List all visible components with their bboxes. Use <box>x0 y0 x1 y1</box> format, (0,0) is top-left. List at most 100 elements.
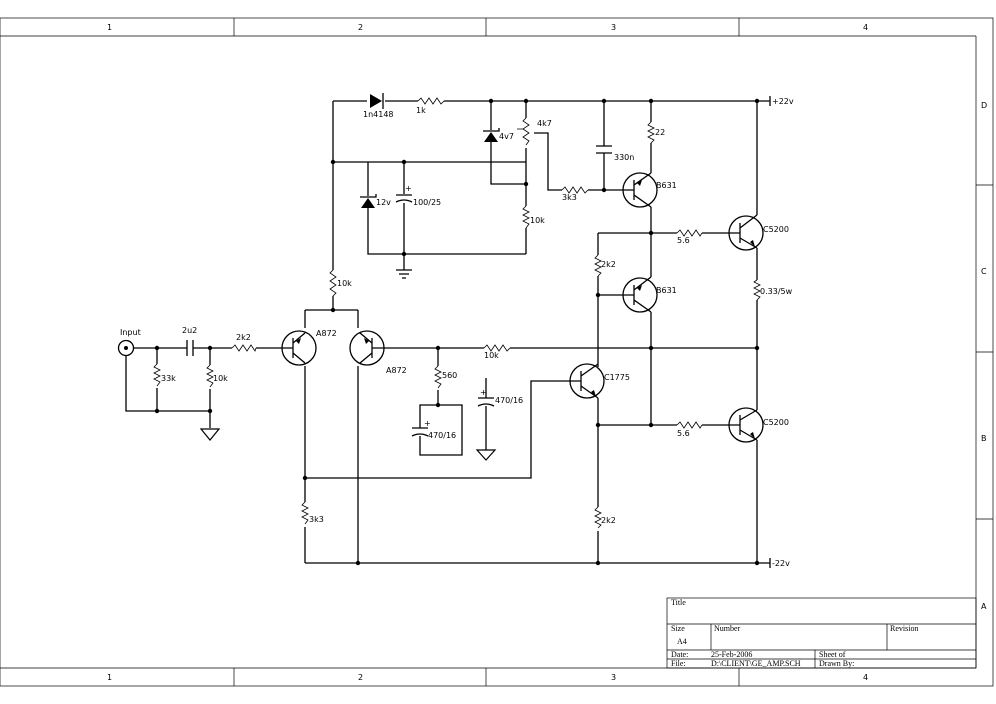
title-block-file-label: File: <box>671 659 686 668</box>
label-10k-in: 10k <box>213 374 228 383</box>
transistor-c5200-top <box>728 214 764 251</box>
title-block-date-label: Date: <box>671 650 688 659</box>
resistor-5-6-top <box>676 229 703 237</box>
transistor-a872-left <box>281 330 317 366</box>
resistor-symbols <box>153 97 761 529</box>
svg-text:+: + <box>424 419 431 428</box>
title-block-file-value: D:\CLIENT\GE_AMP.SCH <box>711 659 801 668</box>
zone-row-a: A <box>981 602 987 611</box>
label-1n4148: 1n4148 <box>363 110 394 119</box>
label-470-16-a: 470/16 <box>428 431 456 440</box>
cap-470-16-a <box>411 427 429 437</box>
cap-100-25 <box>395 194 413 203</box>
zone-col-1-top: 1 <box>107 23 112 32</box>
label-12v: 12v <box>376 198 391 207</box>
zone-col-2-bottom: 2 <box>358 673 363 682</box>
transistor-b631-top <box>622 172 658 208</box>
label-supply-pos: +22v <box>772 97 794 106</box>
ground-bias <box>396 269 412 279</box>
label-a872-left: A872 <box>316 329 337 338</box>
label-2k2-low: 2k2 <box>601 516 616 525</box>
transistor-b631-mid <box>622 276 658 313</box>
resistor-2k2-in <box>231 344 257 352</box>
label-22: 22 <box>655 128 665 137</box>
zone-col-4-bottom: 4 <box>863 673 868 682</box>
transistor-symbols <box>281 172 764 443</box>
label-supply-neg: -22v <box>772 559 790 568</box>
label-33k: 33k <box>161 374 176 383</box>
title-block-drawn-label: Drawn By: <box>819 659 854 668</box>
transistor-a872-right <box>349 330 385 366</box>
cap-330n <box>596 145 612 154</box>
label-3k3-base: 3k3 <box>562 193 577 202</box>
label-b631-mid: B631 <box>656 286 677 295</box>
zone-row-d: D <box>981 101 987 110</box>
resistor-3k3-low <box>301 501 309 525</box>
resistor-0-33 <box>753 279 761 301</box>
label-100-25: 100/25 <box>413 198 441 207</box>
title-block-revision-label: Revision <box>890 624 918 633</box>
title-block-size-label: Size <box>671 624 685 633</box>
label-1k: 1k <box>416 106 426 115</box>
transistor-c1775 <box>569 363 605 399</box>
zone-col-2-top: 2 <box>358 23 363 32</box>
svg-text:+: + <box>405 184 412 193</box>
resistor-10k-div <box>522 205 530 229</box>
zone-col-3-top: 3 <box>611 23 616 32</box>
zone-row-c: C <box>981 267 987 276</box>
pot-4k7 <box>517 117 530 146</box>
title-block <box>666 597 977 669</box>
label-470-16-b: 470/16 <box>495 396 523 405</box>
ground-cap <box>475 449 497 461</box>
label-c5200-top: C5200 <box>763 225 789 234</box>
zener-12v <box>360 194 377 208</box>
zone-col-4-top: 4 <box>863 23 868 32</box>
resistor-1k <box>417 97 445 105</box>
svg-text:+: + <box>480 388 487 397</box>
label-5-6-top: 5.6 <box>677 236 690 245</box>
title-block-title-label: Title <box>671 598 686 607</box>
drawing-frame <box>0 17 994 687</box>
resistor-560 <box>434 365 442 389</box>
resistor-5-6-bot <box>676 421 703 429</box>
title-block-sheet-label: Sheet of <box>819 650 846 659</box>
resistor-3k3-base <box>561 186 589 194</box>
label-10k-tail: 10k <box>337 279 352 288</box>
label-2u2: 2u2 <box>182 326 197 335</box>
cap-470-16-b <box>477 397 495 407</box>
label-330n: 330n <box>614 153 634 162</box>
ground-symbols <box>199 269 497 461</box>
zone-col-3-bottom: 3 <box>611 673 616 682</box>
resistor-10k-tail <box>329 269 337 297</box>
label-4v7: 4v7 <box>499 132 514 141</box>
resistor-10k-in <box>206 364 214 388</box>
zener-4v7 <box>483 128 500 142</box>
title-block-date-value: 25-Feb-2006 <box>711 650 752 659</box>
label-5-6-bot: 5.6 <box>677 429 690 438</box>
label-3k3-low: 3k3 <box>309 515 324 524</box>
title-block-number-label: Number <box>714 624 741 633</box>
label-10k-fb: 10k <box>484 351 499 360</box>
zone-col-1-bottom: 1 <box>107 673 112 682</box>
label-c5200-bot: C5200 <box>763 418 789 427</box>
label-10k-div: 10k <box>530 216 545 225</box>
label-a872-right: A872 <box>386 366 407 375</box>
diode-1n4148 <box>370 93 384 109</box>
label-c1775: C1775 <box>604 373 630 382</box>
wiring <box>125 100 770 564</box>
input-connector <box>117 339 135 357</box>
cap-2u2 <box>186 340 194 356</box>
ground-input <box>199 428 221 441</box>
label-2k2-in: 2k2 <box>236 333 251 342</box>
resistor-2k2-low <box>594 506 602 529</box>
resistor-10k-fb <box>483 344 511 352</box>
resistor-22 <box>647 121 655 144</box>
resistor-33k <box>153 363 161 387</box>
junction-dots <box>154 98 760 566</box>
label-2k2-top: 2k2 <box>601 260 616 269</box>
label-0-33: 0.33/5w <box>760 287 793 296</box>
label-input: Input <box>120 328 141 337</box>
label-b631-top: B631 <box>656 181 677 190</box>
resistor-2k2-top <box>594 254 602 277</box>
